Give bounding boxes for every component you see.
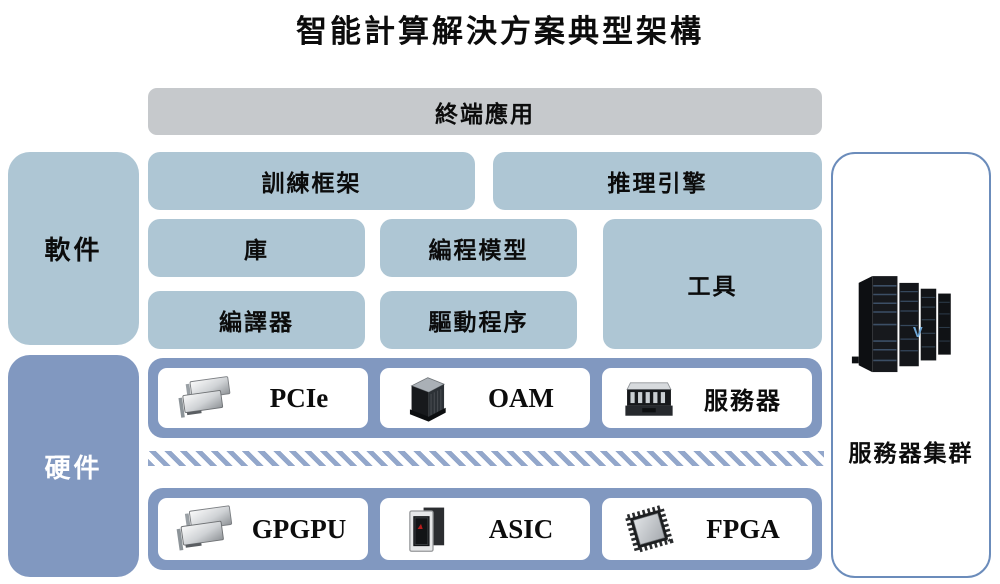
server-label: 服務器 — [704, 387, 782, 415]
oam-label: OAM — [488, 382, 554, 413]
pcie-card: PCIe — [158, 368, 368, 428]
software-side-label-text: 軟件 — [44, 235, 103, 265]
driver-box: 驅動程序 — [380, 291, 577, 349]
programming-model-box: 編程模型 — [380, 219, 577, 277]
tools-label: 工具 — [687, 273, 738, 299]
asic-label: ASIC — [488, 513, 554, 544]
library-box: 庫 — [148, 219, 365, 277]
hardware-section-divider — [148, 451, 824, 466]
page-title: 智能計算解決方案典型架構 — [296, 14, 704, 49]
training-framework-box: 訓練框架 — [148, 152, 475, 210]
hardware-side-label: 硬件 — [8, 355, 139, 577]
server-card: 服務器 — [602, 368, 812, 428]
software-side-label: 軟件 — [8, 152, 139, 345]
pcie-label: PCIe — [269, 382, 329, 413]
training-framework-label: 訓練框架 — [261, 170, 362, 196]
inference-engine-label: 推理引擎 — [607, 170, 708, 196]
compiler-label: 編譯器 — [219, 309, 294, 335]
compiler-box: 編譯器 — [148, 291, 365, 349]
server-cluster-label: 服務器集群 — [848, 440, 974, 466]
terminal-applications-bar: 終端應用 — [148, 88, 822, 135]
inference-engine-box: 推理引擎 — [493, 152, 822, 210]
gpu-card-icon — [172, 368, 238, 428]
gpgpu-card: GPGPU — [158, 498, 368, 560]
svg-text:V: V — [913, 325, 923, 341]
fpga-chip-icon — [616, 498, 682, 560]
oam-module-icon — [394, 368, 460, 428]
programming-model-label: 編程模型 — [428, 237, 529, 263]
driver-label: 驅動程序 — [428, 309, 529, 335]
server-cluster-panel: V 服務器集群 — [831, 152, 991, 578]
fpga-card: FPGA — [602, 498, 812, 560]
oam-card: OAM — [380, 368, 590, 428]
tools-box: 工具 — [603, 219, 822, 349]
server-rack-cluster-icon: V — [847, 234, 977, 419]
fpga-label: FPGA — [706, 513, 780, 544]
terminal-applications-label: 終端應用 — [435, 100, 535, 127]
server-chassis-icon — [616, 368, 682, 428]
gpgpu-label: GPGPU — [251, 513, 347, 544]
asic-chip-icon — [394, 498, 460, 560]
library-label: 庫 — [244, 237, 269, 263]
hardware-side-label-text: 硬件 — [44, 452, 103, 483]
asic-card: ASIC — [380, 498, 590, 560]
gpu-card-icon — [172, 498, 238, 560]
